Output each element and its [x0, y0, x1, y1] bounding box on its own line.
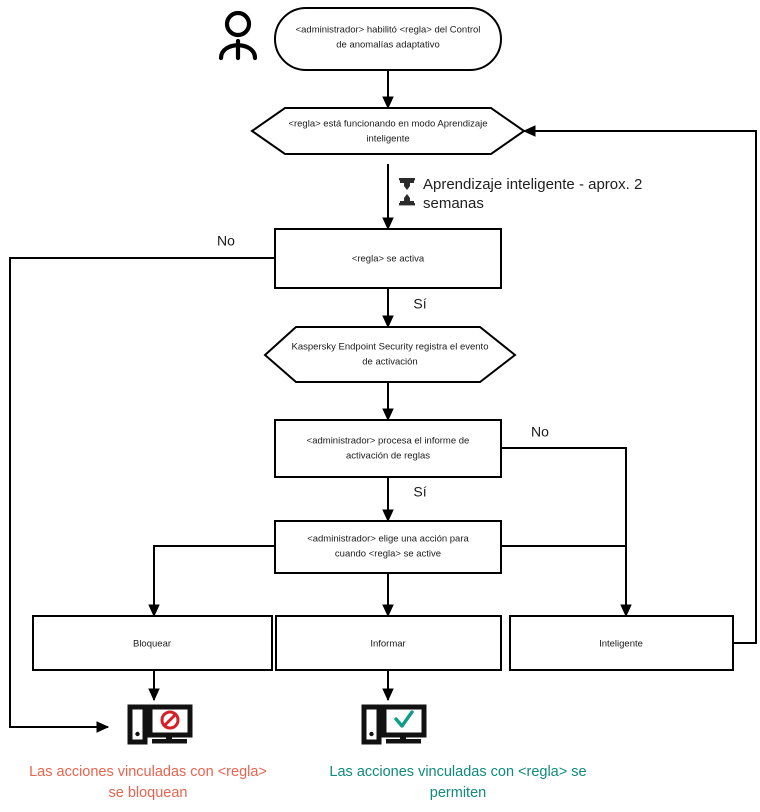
edge-choose-to-bloquear: [148, 545, 275, 618]
edge-label-trigger-no: No: [217, 233, 235, 249]
node-admin-processes: <administrador> procesa el informe de ac…: [274, 419, 502, 478]
edge-label-trigger-yes: Sí: [413, 296, 426, 312]
computer-blocked-icon: [127, 704, 193, 745]
node-informar-label: Informar: [370, 639, 405, 650]
caption-blocked: Las acciones vinculadas con <regla> se b…: [29, 764, 267, 801]
node-kes-logs: Kaspersky Endpoint Security registra el …: [263, 326, 517, 383]
node-report-line1: <administrador> procesa el informe de: [307, 436, 470, 447]
node-kes-line1: Kaspersky Endpoint Security registra el …: [292, 342, 489, 353]
node-rule-triggers: <regla> se activa: [274, 228, 502, 289]
administrador-actor-icon: [218, 10, 258, 61]
node-learning-line2: inteligente: [366, 134, 409, 145]
node-admin-chooses: <administrador> elige una acción para cu…: [274, 520, 502, 574]
caption-blocked-line1: Las acciones vinculadas con <regla>: [29, 764, 267, 780]
caption-blocked-line2: se bloquean: [108, 785, 187, 801]
annotation-learning-line1: Aprendizaje inteligente - aprox. 2: [423, 176, 642, 193]
node-learning-mode: <regla> está funcionando en modo Aprendi…: [250, 107, 526, 155]
caption-allowed-line1: Las acciones vinculadas con <regla> se: [329, 764, 586, 780]
edge-report-no-to-inteligente: [500, 447, 632, 618]
edge-trigger-no-to-blocked: [9, 257, 275, 733]
caption-allowed: Las acciones vinculadas con <regla> se p…: [329, 764, 586, 801]
node-choose-line2: cuando <regla> se active: [335, 549, 441, 560]
node-start-line1: <administrador> habilitó <regla> del Con…: [296, 25, 481, 36]
edge-label-report-no: No: [531, 424, 549, 440]
node-learning-line1: <regla> está funcionando en modo Aprendi…: [288, 119, 487, 130]
edge-inteligente-feedback-loop: [522, 125, 757, 644]
edge-label-report-yes: Sí: [413, 484, 426, 500]
node-inteligente-label: Inteligente: [599, 639, 643, 650]
node-choose-line1: <administrador> elige una acción para: [307, 534, 469, 545]
node-action-informar: Informar: [275, 615, 502, 671]
node-trigger-line1: <regla> se activa: [352, 254, 425, 265]
hourglass-icon: [399, 178, 415, 206]
computer-allowed-icon: [361, 704, 427, 745]
node-bloquear-label: Bloquear: [133, 639, 171, 650]
node-action-inteligente: Inteligente: [509, 615, 734, 671]
node-start-line2: de anomalías adaptativo: [336, 40, 440, 51]
node-action-bloquear: Bloquear: [32, 615, 273, 671]
annotation-learning-line2: semanas: [423, 195, 484, 212]
node-kes-line2: de activación: [362, 357, 417, 368]
node-report-line2: activación de reglas: [346, 451, 430, 462]
caption-allowed-line2: permiten: [430, 785, 486, 801]
node-start: <administrador> habilitó <regla> del Con…: [274, 7, 502, 71]
